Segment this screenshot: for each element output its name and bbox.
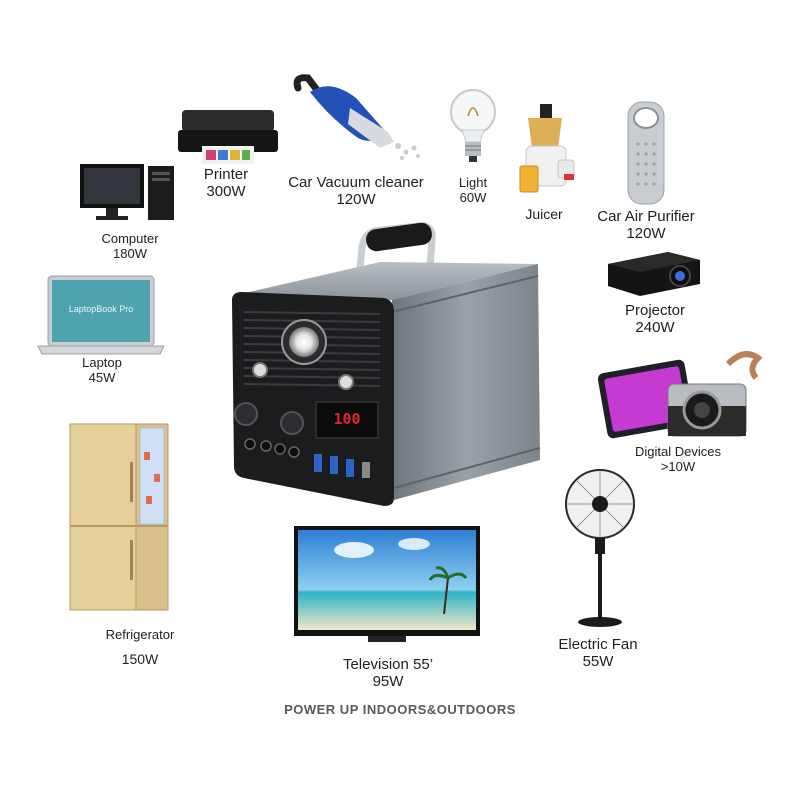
printer-label: Printer 300W bbox=[190, 166, 262, 201]
juicer-label: Juicer bbox=[513, 206, 575, 222]
fan-name: Electric Fan bbox=[558, 636, 638, 653]
vacuum-watt: 120W bbox=[336, 191, 376, 209]
projector-watt: 240W bbox=[635, 319, 675, 337]
laptop-watt: 45W bbox=[88, 369, 116, 385]
handheld-vacuum-icon bbox=[293, 74, 420, 160]
refrigerator-label: Refrigerator 150W bbox=[92, 627, 188, 667]
light-bulb-icon bbox=[450, 89, 496, 162]
tv-name: Television 55’ bbox=[342, 656, 434, 673]
desktop-computer-icon bbox=[80, 164, 174, 220]
station-display-readout: 100 bbox=[316, 410, 378, 428]
projector-icon bbox=[608, 252, 700, 296]
display-value: 100 bbox=[333, 410, 361, 428]
light-watt: 60W bbox=[459, 189, 487, 205]
digital-name: Digital Devices bbox=[635, 444, 721, 459]
vacuum-label: Car Vacuum cleaner 120W bbox=[276, 174, 436, 209]
computer-label: Computer 180W bbox=[80, 231, 180, 262]
television-icon bbox=[294, 526, 480, 642]
laptop-screen-text: LaptopBook Pro bbox=[52, 304, 150, 314]
fan-watt: 55W bbox=[582, 653, 614, 671]
projector-name: Projector bbox=[624, 302, 686, 319]
vacuum-name: Car Vacuum cleaner bbox=[288, 174, 424, 191]
refrigerator-watt: 150W bbox=[121, 650, 159, 667]
projector-label: Projector 240W bbox=[612, 302, 698, 337]
digital-watt: >10W bbox=[660, 458, 696, 474]
printer-watt: 300W bbox=[206, 183, 246, 201]
purifier-watt: 120W bbox=[626, 225, 666, 243]
printer-name: Printer bbox=[203, 166, 249, 183]
tv-label: Television 55’ 95W bbox=[326, 656, 450, 691]
printer-icon bbox=[178, 110, 278, 164]
light-name: Light bbox=[458, 175, 488, 190]
refrigerator-icon bbox=[69, 423, 169, 611]
refrigerator-name: Refrigerator bbox=[105, 627, 175, 642]
tagline: POWER UP INDOORS&OUTDOORS bbox=[284, 702, 516, 717]
standing-fan-icon bbox=[565, 469, 635, 627]
light-label: Light 60W bbox=[443, 175, 503, 206]
purifier-name: Car Air Purifier bbox=[597, 208, 695, 225]
laptop-brand-text: LaptopBook Pro bbox=[68, 304, 134, 314]
tv-watt: 95W bbox=[372, 673, 404, 691]
fan-label: Electric Fan 55W bbox=[548, 636, 648, 671]
air-purifier-icon bbox=[627, 101, 665, 205]
computer-watt: 180W bbox=[113, 245, 147, 261]
digital-label: Digital Devices >10W bbox=[616, 444, 740, 475]
laptop-icon bbox=[37, 275, 165, 355]
camera-tablet-icon bbox=[597, 351, 763, 439]
laptop-name: Laptop bbox=[82, 355, 122, 370]
computer-name: Computer bbox=[101, 231, 159, 246]
juicer-icon bbox=[519, 104, 575, 193]
laptop-label: Laptop 45W bbox=[70, 355, 134, 386]
purifier-label: Car Air Purifier 120W bbox=[584, 208, 708, 243]
juicer-name: Juicer bbox=[525, 206, 563, 222]
